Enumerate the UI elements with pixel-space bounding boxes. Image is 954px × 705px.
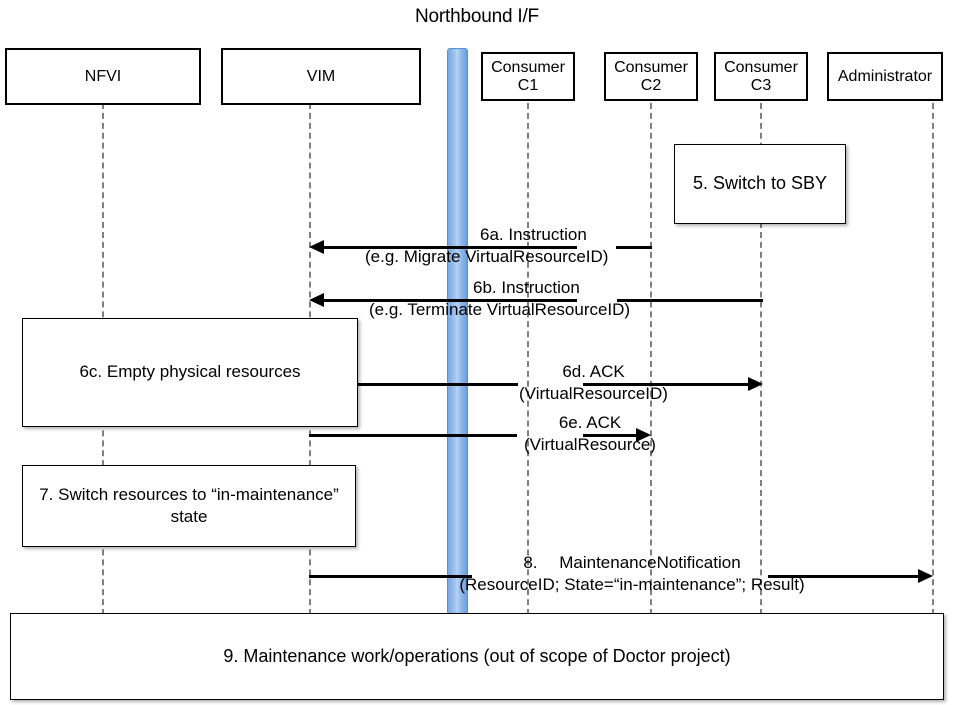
note-line2: SBY xyxy=(791,173,828,194)
message-6d-line2: (VirtualResourceID) xyxy=(519,384,668,404)
message-6b-label: 6b. Instruction (e.g. Terminate VirtualR… xyxy=(369,277,937,321)
message-8-line1: 8. MaintenanceNotification xyxy=(523,553,741,572)
message-8-arrowhead xyxy=(918,569,933,583)
note-line2: (out of scope of Doctor project) xyxy=(483,645,731,666)
actor-label-line1: Consumer xyxy=(614,58,688,76)
message-6e-line1: 6e. ACK xyxy=(558,413,622,432)
message-6e-arrowhead xyxy=(636,428,651,442)
note-line1: 7. Switch resources to xyxy=(39,484,207,504)
actor-label-line1: Consumer xyxy=(724,58,798,76)
note-maintenance-work: 9. Maintenance work/operations (out of s… xyxy=(10,613,944,700)
message-6a-line2: (e.g. Migrate VirtualResourceID) xyxy=(365,247,609,267)
message-6d-arrowhead xyxy=(748,377,763,391)
note-empty-physical-resources: 6c. Empty physical resources xyxy=(22,318,358,427)
message-6e-line-right xyxy=(583,434,638,437)
message-6d-line-right xyxy=(583,383,750,386)
actor-administrator[interactable]: Administrator xyxy=(827,52,943,101)
lifeline-administrator xyxy=(932,103,934,615)
message-8-line-right xyxy=(768,575,920,578)
message-6a-arrowhead xyxy=(309,240,324,254)
actor-label-line1: Administrator xyxy=(837,67,933,85)
note-switch-resources-in-maintenance: 7. Switch resources to “in-maintenance” … xyxy=(22,465,356,547)
lifeline-consumer-c1 xyxy=(527,103,529,615)
actor-label-line2: C3 xyxy=(750,76,772,94)
actor-consumer-c2[interactable]: Consumer C2 xyxy=(604,52,698,101)
lifeline-consumer-c3 xyxy=(760,103,762,615)
message-8-line2: (ResourceID; State=“in-maintenance”; Res… xyxy=(459,575,805,595)
message-8-label: 8. MaintenanceNotification (ResourceID; … xyxy=(320,552,944,596)
message-6b-arrowhead xyxy=(309,293,324,307)
message-6a-label: 6a. Instruction (e.g. Migrate VirtualRes… xyxy=(365,224,933,268)
message-6e-line-left xyxy=(309,434,517,437)
message-6a-line1: 6a. Instruction xyxy=(480,225,587,244)
actor-nfvi[interactable]: NFVI xyxy=(5,48,201,105)
northbound-interface-bar xyxy=(447,48,468,615)
note-line1: 6c. Empty physical resources xyxy=(79,362,301,382)
message-6e-label: 6e. ACK (VirtualResource) xyxy=(405,412,775,456)
message-6b-line-right xyxy=(617,299,763,302)
actor-label-line1: NFVI xyxy=(84,67,122,85)
note-switch-to-sby: 5. Switch to SBY xyxy=(674,144,846,224)
actor-label-line1: Consumer xyxy=(491,58,565,76)
lifeline-consumer-c2 xyxy=(650,103,652,615)
message-6d-label: 6d. ACK (VirtualResourceID) xyxy=(405,361,782,405)
actor-label-line2: C1 xyxy=(517,76,539,94)
note-line2: “in-maintenance” state xyxy=(170,484,339,526)
page-title: Northbound I/F xyxy=(415,6,539,27)
actor-label-line2: C2 xyxy=(640,76,662,94)
message-6e-line2: (VirtualResource) xyxy=(524,435,656,455)
message-6a-line-left xyxy=(322,246,577,249)
message-6d-line1: 6d. ACK xyxy=(562,362,625,381)
message-6a-line-right xyxy=(616,246,652,249)
message-6b-line1: 6b. Instruction xyxy=(473,278,580,297)
message-6b-line2: (e.g. Terminate VirtualResourceID) xyxy=(369,300,631,320)
message-8-line-left xyxy=(309,575,472,578)
actor-vim[interactable]: VIM xyxy=(221,48,421,105)
note-line1: 9. Maintenance work/operations xyxy=(223,645,479,666)
actor-consumer-c3[interactable]: Consumer C3 xyxy=(714,52,808,101)
actor-label-line1: VIM xyxy=(306,67,336,85)
actor-consumer-c1[interactable]: Consumer C1 xyxy=(481,52,575,101)
note-line1: 5. Switch to xyxy=(692,173,786,194)
message-6b-line-left xyxy=(322,299,577,302)
message-6d-line-left xyxy=(358,383,518,386)
